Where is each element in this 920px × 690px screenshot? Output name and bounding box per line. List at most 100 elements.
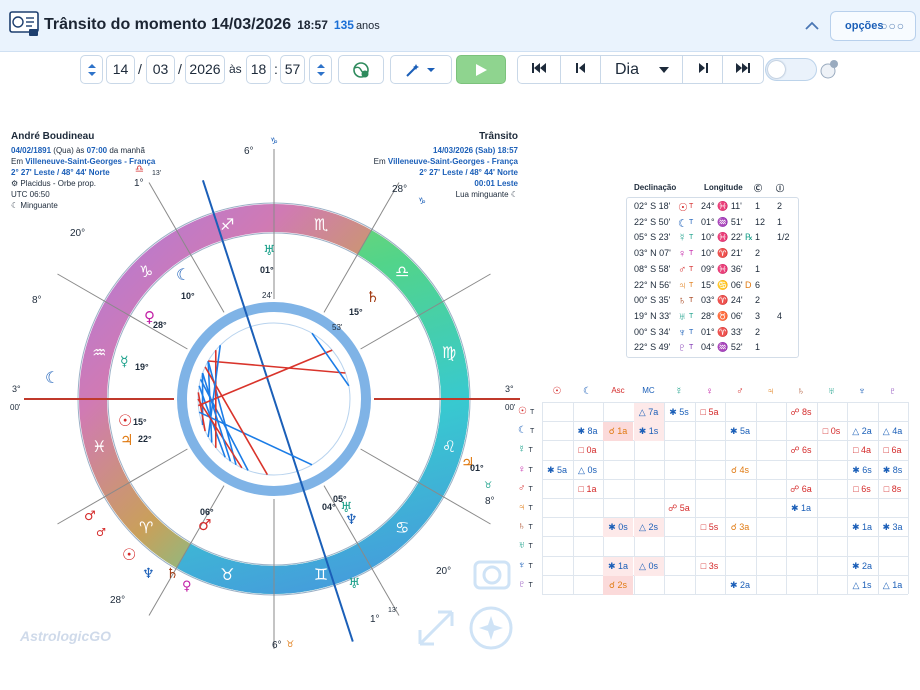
planet-glyph-icon: ♇ — [518, 578, 526, 590]
camera-icon[interactable] — [473, 560, 511, 590]
month-input[interactable]: 03 — [146, 55, 175, 84]
aspect-cell[interactable]: □ 6s — [853, 483, 871, 494]
chevron-up-icon[interactable] — [803, 17, 821, 35]
aspect-col-header: ♄ — [797, 386, 805, 397]
aspect-cell[interactable]: □ 0a — [578, 445, 597, 456]
aspect-cell[interactable]: □ 4a — [853, 445, 871, 456]
skip-back-icon — [532, 63, 546, 73]
aspect-cell[interactable]: □ 8s — [883, 483, 902, 494]
house-natal: 1 — [755, 342, 761, 353]
minute-input[interactable]: 57 — [280, 55, 305, 84]
aspect-cell[interactable]: ☌ 3a — [730, 522, 750, 533]
aspect-cell[interactable]: ☍ 6s — [790, 445, 812, 456]
aspect-cell[interactable]: ✱ 1a — [603, 556, 633, 576]
aspect-cell[interactable]: □ 1a — [578, 483, 597, 494]
aspect-cell[interactable]: △ 7a — [633, 403, 664, 422]
chart-document-icon[interactable] — [9, 11, 39, 37]
position-declination: 02° S 18' — [634, 201, 671, 211]
grid-line — [542, 402, 908, 403]
period-select[interactable]: Dia — [601, 56, 683, 83]
aspect-cell[interactable]: ✱ 3a — [882, 522, 903, 533]
moon-phase-icon — [820, 60, 838, 79]
aspect-cell[interactable]: ✱ 8s — [882, 464, 903, 475]
aspect-cell[interactable]: □ 3s — [700, 560, 719, 571]
magic-wand-icon — [406, 64, 435, 77]
aspect-cell[interactable]: □ 6a — [883, 445, 902, 456]
natal-utc: UTC 06:50 — [11, 190, 50, 199]
grid-line — [542, 574, 908, 576]
aspect-row-header: ♅T — [518, 540, 542, 551]
last-button[interactable] — [723, 56, 763, 83]
play-button[interactable] — [456, 55, 506, 84]
label-jupiter-degree: 22° — [138, 434, 152, 444]
tools-dropdown[interactable] — [390, 55, 452, 84]
grid-line — [542, 594, 908, 595]
aspect-line — [197, 392, 206, 432]
aspect-cell[interactable]: □ 5s — [700, 522, 719, 533]
aspect-cell[interactable]: △ 1s — [852, 579, 872, 590]
aspect-cell[interactable]: □ 5a — [700, 407, 719, 417]
aspect-cell[interactable]: △ 1a — [882, 579, 903, 590]
aspect-cell[interactable]: △ 0s — [633, 556, 664, 576]
location-button[interactable] — [338, 55, 384, 84]
position-longitude: 10° ♓ 22' — [701, 232, 743, 243]
aspect-cell[interactable]: ✱ 2a — [729, 579, 751, 590]
natal-date: 04/02/1891 — [11, 146, 52, 155]
mc-top-minute: 13' — [152, 170, 161, 177]
hour-input[interactable]: 18 — [246, 55, 271, 84]
time-stepper[interactable] — [309, 55, 332, 84]
year-input[interactable]: 2026 — [185, 55, 225, 84]
planet-glyph-icon: ♅ — [340, 500, 353, 516]
zodiac-sign-icon: ♏ — [314, 215, 328, 234]
aspect-cell[interactable]: ☌ 2s — [603, 575, 633, 595]
aspect-cell[interactable]: ✱ 1a — [790, 503, 812, 513]
magic-icon[interactable] — [469, 606, 513, 650]
transit-place: Villeneuve-Saint-Georges - França — [387, 157, 518, 166]
aspect-cell[interactable]: △ 0s — [578, 464, 597, 475]
expand-icon[interactable] — [418, 610, 454, 646]
position-longitude: 15° ♋ 06' — [701, 279, 743, 290]
planet-glyph-icon: ♆ — [345, 512, 358, 528]
aspect-cell[interactable]: △ 2s — [633, 518, 664, 538]
aspect-cell[interactable]: ✱ 1a — [851, 522, 873, 533]
next-button[interactable] — [683, 56, 723, 83]
aspect-cell[interactable]: ✱ 8a — [577, 426, 598, 437]
aspect-cell[interactable]: ☌ 1a — [603, 422, 633, 442]
planet-glyph-icon: ☉ — [678, 202, 688, 214]
aspect-cell[interactable]: □ 0s — [822, 426, 841, 437]
house-cusp-line — [148, 182, 225, 313]
aspect-cell[interactable]: ✱ 5a — [546, 464, 568, 475]
aspect-cell[interactable]: ✱ 5s — [669, 407, 689, 417]
aspect-cell[interactable]: ✱ 2a — [851, 560, 873, 571]
previous-button[interactable] — [561, 56, 601, 83]
house-natal: 1 — [755, 263, 761, 274]
planet-glyph-icon: ♆ — [678, 326, 687, 339]
aspect-cell[interactable]: ☌ 4s — [730, 464, 750, 475]
first-button[interactable] — [518, 56, 561, 83]
aspect-cell[interactable]: ☍ 5a — [668, 503, 690, 513]
asc-degree: 3° — [12, 384, 21, 394]
aspect-cell[interactable]: ✱ 0s — [603, 518, 633, 538]
aspect-cell[interactable]: ✱ 5a — [729, 426, 751, 437]
planet-glyph-icon: ♆ — [142, 566, 155, 582]
aspect-col-header: ☾ — [583, 386, 592, 397]
date-stepper[interactable] — [80, 55, 103, 84]
aspect-cell[interactable]: ✱ 6s — [852, 464, 872, 475]
aspect-line — [207, 345, 222, 438]
aspect-cell[interactable]: ✱ 1s — [633, 422, 664, 442]
cusp-label-28-left: 28° — [110, 595, 125, 606]
options-button[interactable]: opções ○○○ — [830, 11, 916, 41]
moon-icon: ☾ — [510, 190, 518, 199]
aspect-cell[interactable]: ☍ 8s — [790, 407, 812, 417]
aspect-col-header: ♅ — [827, 386, 836, 397]
position-longitude: 03° ♈ 24' — [701, 295, 743, 306]
display-toggle[interactable] — [765, 58, 817, 81]
astrology-wheel[interactable]: ☾♀☿☉♃♅♂♅♆♄♃☾♎♑♅♉♑♉☉♆♄♀♂♂♒♑♐♏♎♍♌♋♊♉♈♓ 6° … — [0, 130, 520, 670]
day-input[interactable]: 14 — [106, 55, 135, 84]
aspect-cell[interactable]: △ 2a — [852, 426, 872, 437]
aspect-cell[interactable]: ☍ 6a — [790, 483, 812, 494]
planet-glyph-icon: ☾ — [45, 368, 59, 387]
aspect-cell[interactable]: △ 4a — [882, 426, 903, 437]
